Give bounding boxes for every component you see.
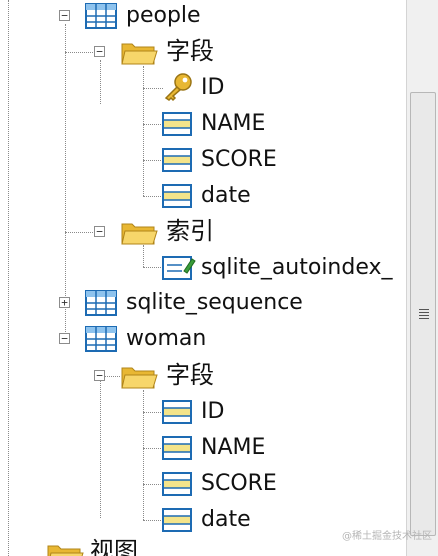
column-icon [162,436,192,464]
tree-node-people-field-id[interactable]: ID [201,73,224,103]
tree-branch [143,88,163,89]
tree-branch [100,376,120,377]
tree-node-people-fields-folder[interactable]: 字段 [166,36,214,66]
tree-guide-woman [100,378,101,518]
grip-icon [419,309,429,321]
tree-branch [65,232,93,233]
tree-node-woman-field-date[interactable]: date [201,505,251,535]
column-icon [162,508,192,536]
node-label: SCORE [201,147,277,172]
tree-node-people-index-autoindex[interactable]: sqlite_autoindex_ [201,253,393,283]
tree-guide-people-index-items [143,245,144,267]
tree-node-people[interactable]: people [126,1,201,31]
key-icon [162,72,194,106]
tree-guide-woman-field-items [143,390,144,520]
folder-icon [120,362,158,394]
tree-branch [143,196,163,197]
node-label: 字段 [166,361,214,389]
table-icon [85,3,117,33]
tree-node-people-field-name[interactable]: NAME [201,109,265,139]
column-icon [162,400,192,428]
table-icon [85,326,117,356]
tree-node-woman-field-id[interactable]: ID [201,397,224,427]
folder-icon [46,540,84,556]
expand-toggle-people[interactable]: − [59,10,70,21]
object-tree: − people − 字段 ID [8,0,393,556]
node-label: SCORE [201,471,277,496]
tree-node-people-indexes-folder[interactable]: 索引 [166,216,214,246]
tree-branch [143,484,163,485]
tree-branch [143,520,163,521]
tree-guide-people [65,24,66,342]
node-label: NAME [201,435,266,460]
tree-guide-people-field-items [143,66,144,196]
tree-node-woman-field-score[interactable]: SCORE [201,469,277,499]
watermark: @稀土掘金技术社区 [342,531,432,542]
tree-branch [143,160,163,161]
tree-node-woman[interactable]: woman [126,324,206,354]
tree-branch [143,267,163,268]
tree-node-people-field-score[interactable]: SCORE [201,145,277,175]
column-icon [162,148,192,176]
node-label: date [201,183,251,208]
tree-branch [143,124,163,125]
expand-toggle-people-fields[interactable]: − [94,46,105,57]
tree-node-people-field-date[interactable]: date [201,181,251,211]
node-label: ID [201,75,225,100]
node-label: 索引 [166,217,214,245]
expand-toggle-people-indexes[interactable]: − [94,226,105,237]
node-label: ID [201,399,225,424]
column-icon [162,112,192,140]
tree-branch [143,412,163,413]
folder-icon [120,218,158,250]
tree-guide-root [8,0,9,556]
tree-guide-people-fields [100,60,101,104]
table-icon [85,290,117,320]
expand-toggle-woman[interactable]: − [59,333,70,344]
tree-branch [65,52,93,53]
index-icon [162,255,196,285]
node-label: woman [126,326,207,351]
expand-toggle-sqlite-sequence[interactable]: + [59,297,70,308]
node-label: date [201,507,251,532]
node-label: NAME [201,111,266,136]
column-icon [162,472,192,500]
vertical-scrollbar[interactable] [406,0,438,556]
node-label: sqlite_sequence [126,290,303,315]
expand-toggle-woman-fields[interactable]: − [94,370,105,381]
tree-node-woman-field-name[interactable]: NAME [201,433,265,463]
scrollbar-thumb[interactable] [410,92,436,536]
node-label: 视图 [90,537,138,556]
tree-node-sqlite-sequence[interactable]: sqlite_sequence [126,288,303,318]
tree-branch [143,448,163,449]
folder-icon [120,38,158,70]
node-label: sqlite_autoindex_ [201,255,393,280]
node-label: people [126,3,201,28]
tree-node-woman-fields-folder[interactable]: 字段 [166,360,214,390]
tree-node-views-folder[interactable]: 视图 [90,536,138,556]
column-icon [162,184,192,212]
node-label: 字段 [166,37,214,65]
